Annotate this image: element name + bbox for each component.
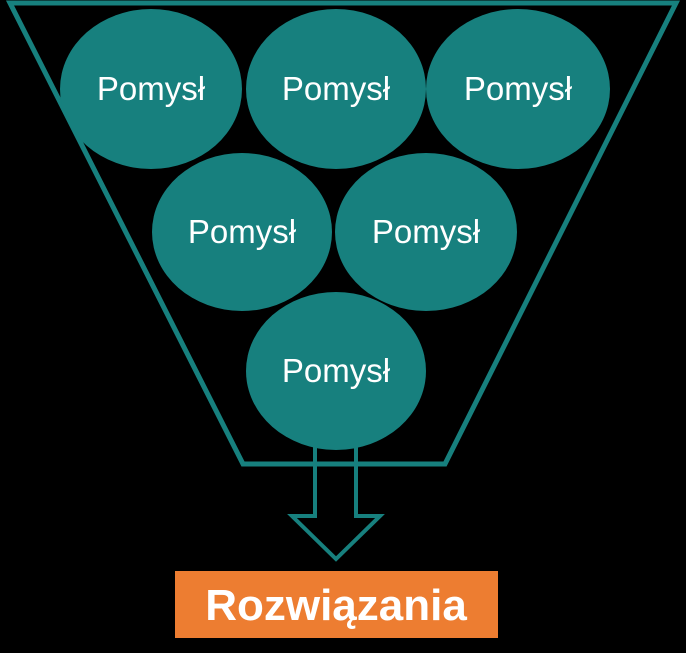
- idea-circle-label: Pomysł: [188, 213, 297, 250]
- solutions-box-shape: [175, 571, 498, 638]
- idea-circle-shape: [246, 292, 426, 450]
- idea-circle: Pomysł: [152, 153, 332, 311]
- idea-circle-label: Pomysł: [372, 213, 481, 250]
- solutions-label: Rozwiązania: [205, 581, 467, 630]
- idea-circle: Pomysł: [335, 153, 517, 311]
- idea-circle: Pomysł: [426, 9, 610, 169]
- idea-circle-shape: [60, 9, 242, 169]
- idea-circle-shape: [335, 153, 517, 311]
- idea-circle: Pomysł: [246, 9, 426, 169]
- idea-circle-label: Pomysł: [282, 70, 391, 107]
- idea-circle: Pomysł: [246, 292, 426, 450]
- idea-circle-label: Pomysł: [97, 70, 206, 107]
- idea-circle-shape: [246, 9, 426, 169]
- funnel-outline: [5, 0, 681, 467]
- idea-circle-shape: [426, 9, 610, 169]
- idea-circle-label: Pomysł: [464, 70, 573, 107]
- down-arrow-icon: [287, 438, 385, 562]
- idea-circle: Pomysł: [60, 9, 242, 169]
- idea-circle-shape: [152, 153, 332, 311]
- solutions-box: Rozwiązania: [175, 571, 498, 638]
- idea-circle-label: Pomysł: [282, 352, 391, 389]
